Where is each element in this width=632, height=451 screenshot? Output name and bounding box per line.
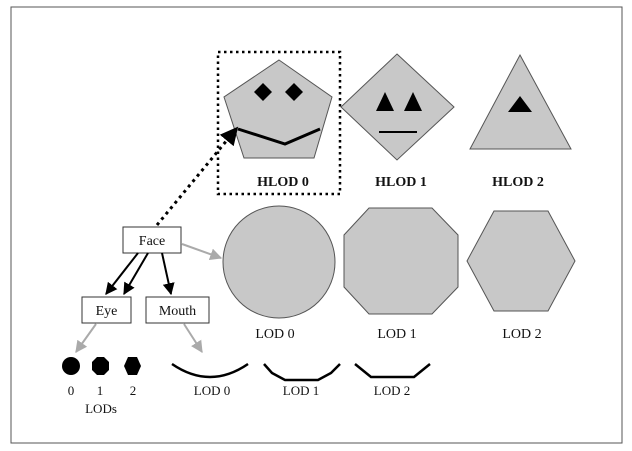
eye-lods-caption: LODs [85, 401, 117, 416]
mouth-node-box [145, 296, 210, 324]
mouth-lod1-curve [263, 363, 341, 382]
hlod0-label: HLOD 0 [257, 175, 309, 190]
lod0-circle [222, 205, 336, 319]
hlod1-eye-right [404, 92, 422, 111]
face-to-mouth-arrow [161, 252, 175, 296]
mouth-lod0-curve [171, 362, 249, 379]
mouth-lod1-label: LOD 1 [283, 383, 319, 398]
hlod0-face [223, 59, 333, 159]
lod2-hexagon [466, 210, 576, 312]
hlod2-face [469, 53, 572, 150]
hlod2-label: HLOD 2 [492, 175, 544, 190]
eye-lod-number-0: 0 [68, 383, 75, 398]
mouth-lod0-label: LOD 0 [194, 383, 230, 398]
eye-lod1-octagon [92, 357, 109, 375]
mouth-lod2-curve [354, 363, 431, 379]
face-to-eye-arrow-1 [105, 252, 139, 295]
eye-lod0-circle [62, 357, 80, 375]
lod2-label: LOD 2 [502, 327, 541, 342]
hlod1-label: HLOD 1 [375, 175, 427, 190]
hlod0-selection-box [216, 50, 342, 196]
hlod1-eye-left [376, 92, 394, 111]
eye-lod2-hexagon [124, 357, 141, 375]
eye-node-box [81, 296, 132, 324]
eye-to-lods-gray-arrow [75, 323, 97, 353]
hlod0-eye-left [254, 83, 272, 101]
lod1-octagon [343, 207, 459, 315]
hlod0-eye-right [285, 83, 303, 101]
face-node-label: Face [139, 234, 165, 249]
mouth-node-label: Mouth [159, 304, 196, 319]
mouth-to-lods-gray-arrow [183, 323, 203, 354]
face-to-eye-arrow-2 [123, 252, 149, 296]
face-node-box [122, 226, 182, 254]
hlod2-eye [508, 96, 532, 112]
hlod1-diamond [340, 53, 455, 161]
hlod0-mouth [237, 127, 321, 146]
eye-node-label: Eye [96, 304, 118, 319]
eye-lod-number-2: 2 [130, 383, 137, 398]
hlod1-face [340, 53, 455, 161]
lod0-label: LOD 0 [255, 327, 294, 342]
figure-frame [10, 6, 623, 444]
face-to-hlod-dotted-arrow [155, 126, 239, 226]
mouth-lod2-label: LOD 2 [374, 383, 410, 398]
eye-lod-number-1: 1 [97, 383, 104, 398]
lod1-label: LOD 1 [377, 327, 416, 342]
face-to-lod-gray-arrow [181, 243, 223, 260]
